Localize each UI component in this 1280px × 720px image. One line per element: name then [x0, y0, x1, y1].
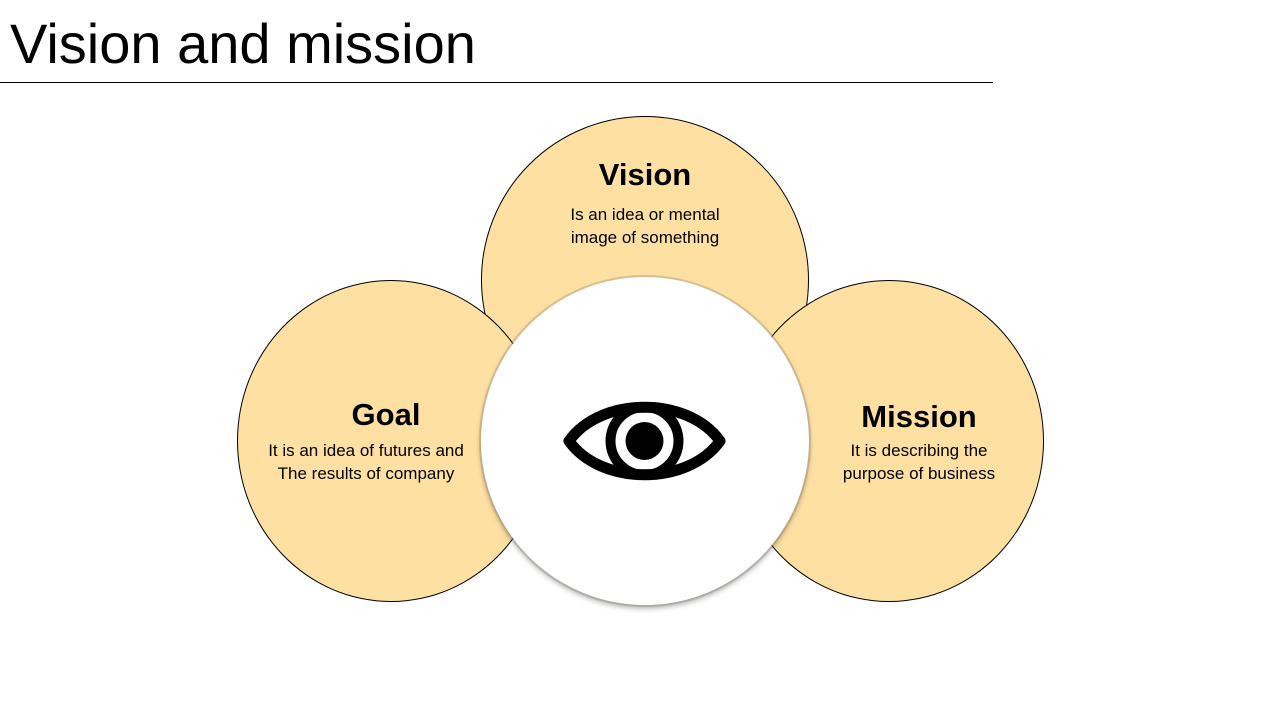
- mission-heading: Mission: [861, 399, 977, 434]
- goal-description: It is an idea of futures and The results…: [236, 439, 496, 485]
- goal-heading: Goal: [351, 397, 421, 432]
- eye-outline: [563, 401, 726, 481]
- mission-label: Mission It is describing the purpose of …: [794, 399, 1044, 485]
- goal-description-line: The results of company: [277, 464, 455, 483]
- eye-pupil: [625, 422, 664, 460]
- vision-heading: Vision: [598, 157, 692, 192]
- goal-description-line: It is an idea of futures and: [268, 441, 464, 460]
- vision-description-line: image of something: [570, 228, 720, 247]
- vision-description: Is an idea or mental image of something: [520, 203, 770, 249]
- title-underline: [0, 82, 993, 83]
- slide-title: Vision and mission: [10, 12, 476, 75]
- mission-description-line: purpose of business: [842, 464, 996, 483]
- goal-label: Goal It is an idea of futures and The re…: [246, 397, 526, 485]
- eye-icon: [563, 401, 726, 481]
- mission-description-line: It is describing the: [850, 441, 988, 460]
- vision-label: Vision Is an idea or mental image of som…: [520, 157, 770, 249]
- eye-iris: [605, 402, 684, 480]
- vision-description-line: Is an idea or mental: [570, 205, 720, 224]
- mission-description: It is describing the purpose of business: [794, 439, 1044, 485]
